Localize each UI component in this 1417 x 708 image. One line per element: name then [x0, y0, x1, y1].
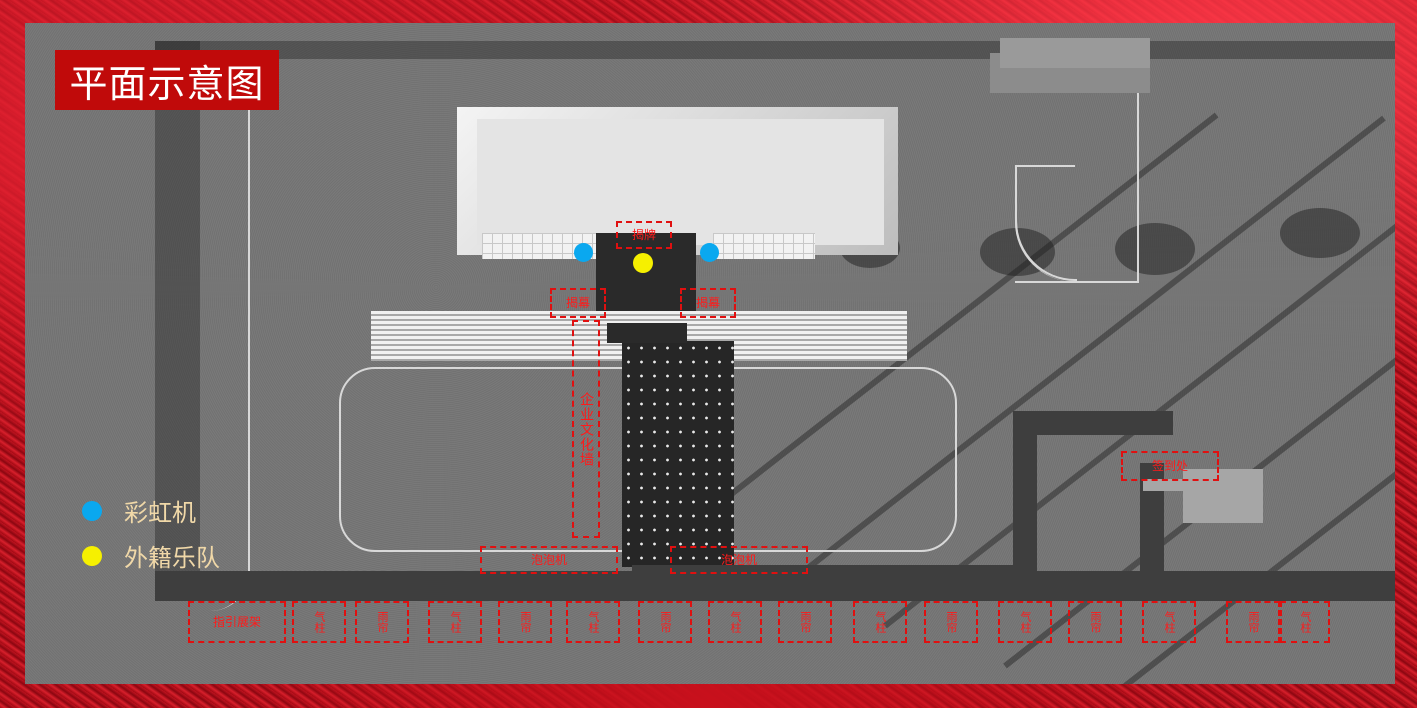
legend-foreign-band: 外籍乐队	[82, 538, 220, 573]
foreign-band	[633, 253, 653, 273]
guide-panel-label: 指引展架	[188, 601, 286, 643]
tree-shadow	[1280, 208, 1360, 258]
unveil-left-label: 揭幕	[550, 288, 606, 318]
red-carpet-seating	[622, 341, 734, 567]
road-segment	[632, 565, 1032, 587]
gas-column-label: 气柱	[428, 601, 482, 643]
rainbow-machine-right	[700, 243, 719, 262]
sign-in-desk-extension	[1143, 479, 1183, 491]
road-segment	[1013, 411, 1037, 587]
tile-panel-right	[713, 233, 815, 259]
sign-in-label: 签到处	[1121, 451, 1219, 481]
floor-plan	[25, 23, 1395, 684]
tree-shadow	[1115, 223, 1195, 275]
rain-curtain-label: 雨帘	[778, 601, 832, 643]
building-block	[1000, 38, 1150, 68]
gas-column-label: 气柱	[292, 601, 346, 643]
gas-column-label: 气柱	[566, 601, 620, 643]
legend-label: 外籍乐队	[124, 544, 220, 572]
legend-dot-blue	[82, 500, 102, 521]
gas-column-label: 气柱	[708, 601, 762, 643]
gas-column-label: 气柱	[998, 601, 1052, 643]
rainbow-machine-left	[574, 243, 593, 262]
top-shadow	[155, 41, 1395, 59]
rain-curtain-label: 雨帘	[498, 601, 552, 643]
rain-curtain-label: 雨帘	[924, 601, 978, 643]
unveil-right-label: 揭幕	[680, 288, 736, 318]
legend-dot-yellow	[82, 545, 102, 566]
bubble-machine-right-label: 泡泡机	[670, 546, 808, 574]
building-roof	[477, 119, 884, 245]
culture-wall-label: 企业文化墙	[572, 320, 600, 538]
path-outline	[1015, 93, 1139, 283]
rain-curtain-label: 雨帘	[638, 601, 692, 643]
left-shadow	[155, 41, 200, 601]
stage-front	[607, 323, 687, 343]
legend-rainbow-machine: 彩虹机	[82, 493, 196, 528]
gas-column-label: 气柱	[1280, 601, 1330, 643]
rain-curtain-label: 雨帘	[1068, 601, 1122, 643]
rain-curtain-label: 雨帘	[355, 601, 409, 643]
legend-label: 彩虹机	[124, 499, 196, 527]
path-outline	[160, 51, 250, 611]
page-title: 平面示意图	[55, 50, 279, 110]
bubble-machine-left-label: 泡泡机	[480, 546, 618, 574]
sign-in-desk	[1183, 469, 1263, 523]
gas-column-label: 气柱	[853, 601, 907, 643]
rain-curtain-label: 雨帘	[1226, 601, 1280, 643]
unveil-plaque-label: 揭牌	[616, 221, 672, 249]
road-segment	[1013, 411, 1173, 435]
gas-column-label: 气柱	[1142, 601, 1196, 643]
